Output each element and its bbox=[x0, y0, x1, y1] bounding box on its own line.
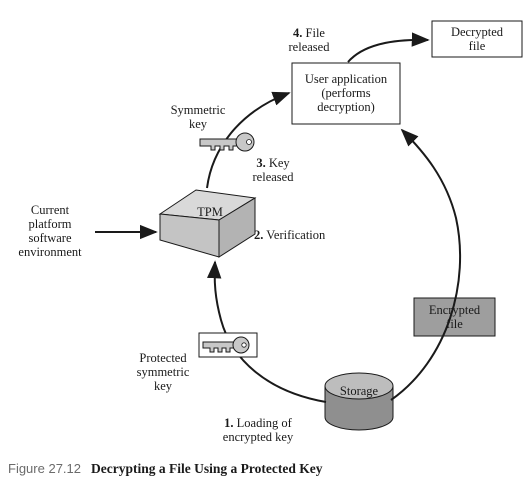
storage-cylinder bbox=[324, 372, 394, 431]
step-4-label: 4. File released bbox=[288, 26, 330, 54]
storage-label: Storage bbox=[339, 384, 379, 398]
storage-to-tpm-arrow bbox=[207, 260, 327, 403]
step-3-label: 3. Key released bbox=[252, 156, 294, 184]
app-to-decrypted-arrow bbox=[347, 32, 430, 63]
figure-title: Decrypting a File Using a Protected Key bbox=[91, 461, 323, 476]
user-application-box bbox=[291, 62, 401, 125]
step-1-label: 1. Loading of encrypted key bbox=[222, 416, 294, 444]
protected-key-icon bbox=[198, 332, 258, 358]
tpm-label: TPM bbox=[197, 205, 223, 219]
user-application-label: User application (performs decryption) bbox=[304, 72, 388, 114]
decrypted-file-label: Decrypted file bbox=[450, 25, 504, 53]
encrypted-file-label: Encrypted file bbox=[428, 303, 481, 331]
symmetric-key-icon bbox=[199, 132, 255, 152]
storage-to-app-arrow bbox=[390, 128, 462, 401]
figure-number: Figure 27.12 bbox=[8, 461, 81, 476]
symmetric-key-label: Symmetric key bbox=[170, 103, 226, 131]
current-platform-label: Current platform software environment bbox=[18, 203, 82, 259]
step-2-label: 2. Verification bbox=[254, 228, 326, 242]
decrypted-file-box bbox=[431, 20, 523, 58]
tpm-block bbox=[158, 189, 257, 258]
tpm-to-app-arrow bbox=[206, 91, 291, 189]
figure-caption: Figure 27.12 Decrypting a File Using a Pr… bbox=[8, 461, 322, 477]
protected-key-label: Protected symmetric key bbox=[136, 351, 190, 393]
